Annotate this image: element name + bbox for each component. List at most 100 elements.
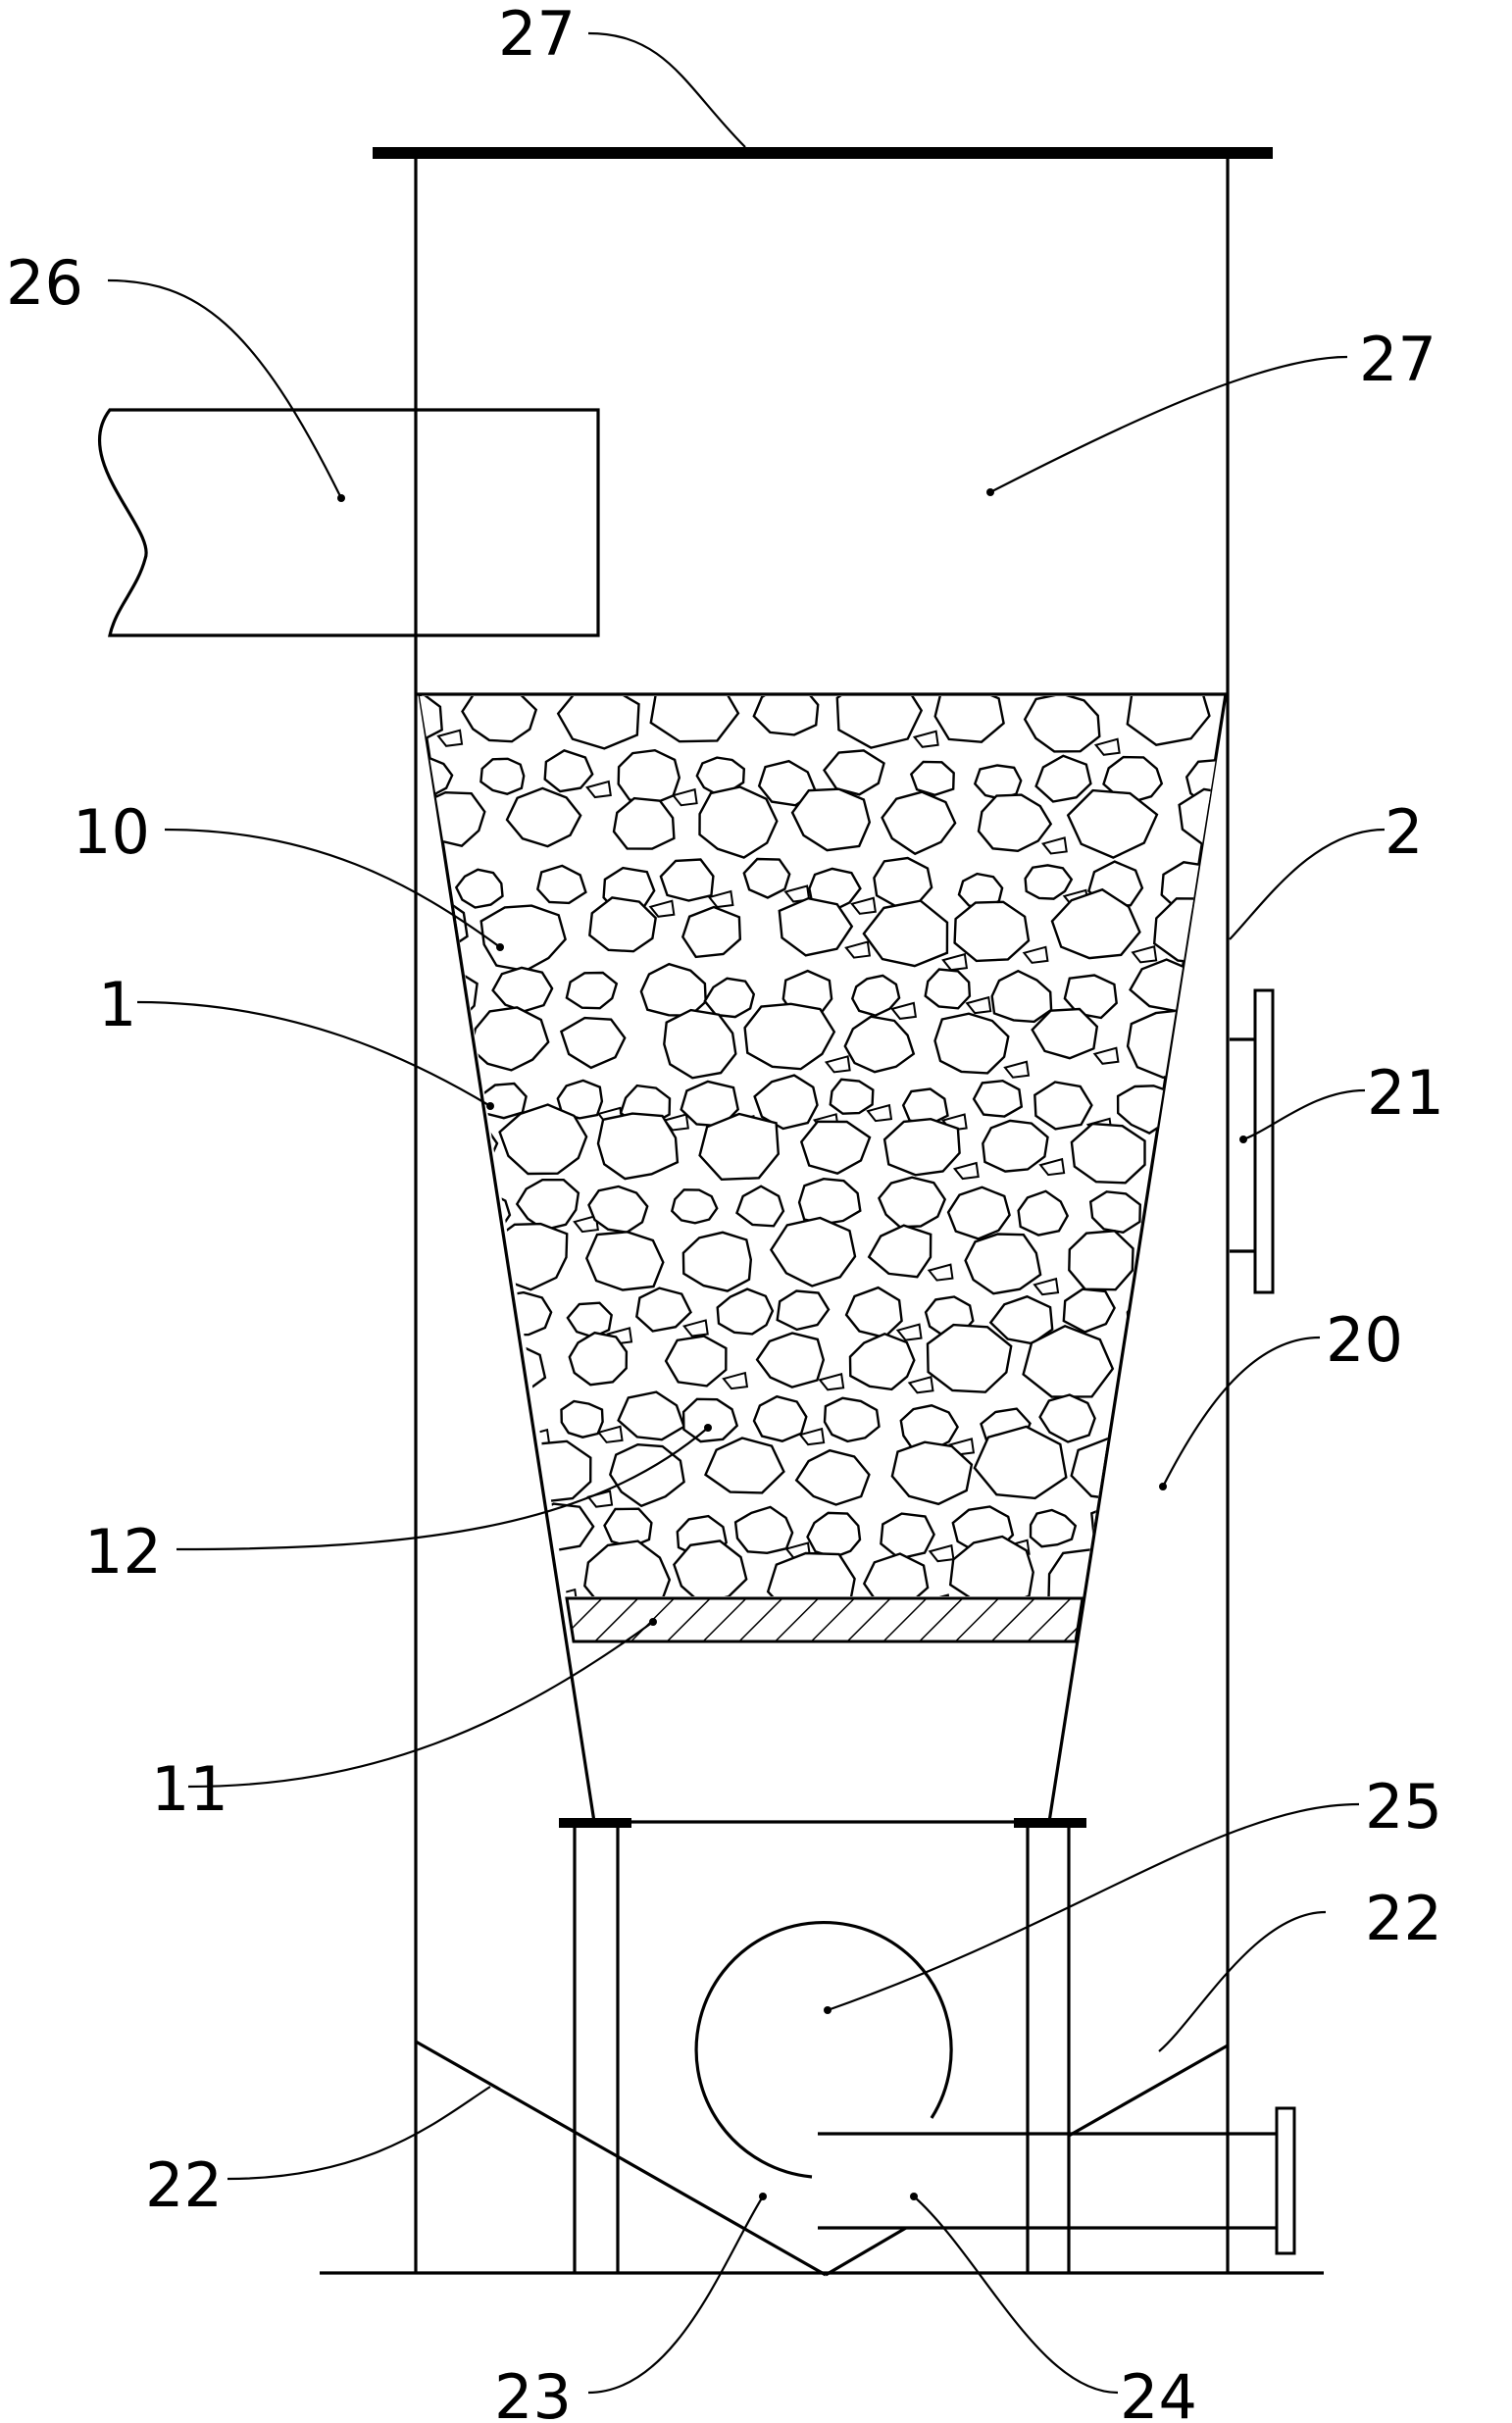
- stone: [479, 1543, 559, 1596]
- stone: [862, 1552, 930, 1596]
- stone-chip: [1131, 945, 1158, 964]
- stone: [469, 1006, 550, 1072]
- stone: [1140, 1549, 1226, 1596]
- stone: [1050, 887, 1141, 960]
- stone: [596, 1112, 680, 1181]
- stone: [491, 966, 554, 1013]
- stone: [1126, 1288, 1186, 1341]
- stone: [505, 786, 582, 848]
- stone-chip: [722, 1371, 749, 1390]
- stone: [1137, 1216, 1220, 1287]
- stone: [587, 1185, 649, 1234]
- stone: [924, 968, 972, 1010]
- stone-chip: [850, 896, 877, 915]
- stone-chip: [1092, 1046, 1120, 1065]
- stone: [755, 1332, 826, 1388]
- stone-chip: [824, 1055, 851, 1074]
- stone: [794, 1448, 871, 1506]
- label-fan: 25: [1365, 1771, 1442, 1842]
- stone: [1022, 1324, 1115, 1398]
- stone: [583, 1540, 672, 1596]
- stone: [698, 1112, 781, 1182]
- stone: [612, 796, 676, 850]
- label-upper-chamber: 27: [1359, 324, 1436, 395]
- stone: [766, 1551, 856, 1596]
- stone-chip: [671, 787, 698, 807]
- stone: [1070, 1122, 1146, 1185]
- label-support-grid: 11: [151, 1753, 228, 1825]
- stone: [1024, 864, 1074, 900]
- stone: [735, 1185, 785, 1228]
- support-grid: [565, 1596, 1084, 1643]
- stone-chip: [1038, 1157, 1066, 1177]
- stone: [420, 790, 486, 848]
- stone: [752, 696, 820, 736]
- sloped-bottom: [415, 2040, 1229, 2277]
- support-legs: [559, 1818, 1086, 2273]
- stone-chip: [586, 1489, 614, 1508]
- stone: [926, 1323, 1013, 1393]
- stone: [778, 896, 854, 957]
- stone: [420, 1548, 469, 1596]
- label-lid-top: 27: [498, 0, 576, 70]
- stone: [743, 1002, 836, 1071]
- stone: [844, 1286, 903, 1339]
- stone-chip: [682, 1319, 709, 1338]
- stone-chip: [585, 780, 612, 799]
- stone-chip: [1003, 1060, 1031, 1079]
- stone: [873, 856, 933, 908]
- stone: [659, 858, 715, 902]
- reference-numerals: 27 26 27 10 2 1 21 20 12 11 25 22 22 23 …: [6, 0, 1444, 2423]
- stone-chip: [895, 1323, 923, 1341]
- stone: [566, 1301, 613, 1338]
- stone: [559, 1016, 627, 1070]
- stone: [481, 1342, 547, 1395]
- stone: [752, 1394, 808, 1442]
- outer-shell: [414, 155, 1230, 2273]
- stone-chip: [912, 730, 939, 748]
- label-inlet-pipe: 26: [6, 247, 83, 319]
- stone: [584, 1231, 665, 1291]
- stone: [420, 1230, 463, 1285]
- stone: [560, 1399, 604, 1439]
- stone: [568, 1331, 629, 1387]
- stone: [517, 1439, 592, 1503]
- stone: [565, 971, 619, 1010]
- stone-chip: [1125, 1601, 1148, 1617]
- stone: [881, 790, 957, 856]
- stone: [479, 757, 526, 795]
- stone: [850, 974, 901, 1017]
- stone-chip: [1040, 836, 1068, 855]
- label-packing-stones: 12: [84, 1516, 162, 1588]
- stone: [829, 1078, 875, 1115]
- stone: [673, 1540, 748, 1596]
- stone: [1152, 897, 1226, 965]
- stone: [635, 1287, 692, 1333]
- stone: [1116, 1085, 1179, 1135]
- stone: [878, 1176, 947, 1229]
- stone: [535, 864, 587, 905]
- stone-chip: [551, 1588, 579, 1596]
- stone-chip: [927, 1263, 954, 1282]
- stone: [556, 1079, 604, 1120]
- stone: [437, 1302, 485, 1342]
- stone: [455, 1508, 516, 1559]
- stone-chip: [1181, 1328, 1207, 1346]
- stone: [1088, 1190, 1142, 1235]
- stone: [420, 696, 443, 744]
- stone: [420, 1433, 503, 1499]
- side-window: [1230, 988, 1275, 1294]
- stone: [862, 899, 949, 968]
- stone: [515, 1178, 580, 1232]
- stone: [670, 1188, 719, 1225]
- stone-chip: [430, 1534, 458, 1553]
- stone: [1029, 1508, 1078, 1548]
- stone: [880, 1512, 935, 1560]
- leader-lines: [107, 31, 1386, 2395]
- stone: [797, 1177, 862, 1226]
- stone: [957, 872, 1004, 911]
- stone-chip: [928, 1543, 955, 1563]
- stone-chip: [1168, 1117, 1195, 1136]
- stone: [790, 787, 872, 852]
- stone-chip: [798, 1427, 826, 1446]
